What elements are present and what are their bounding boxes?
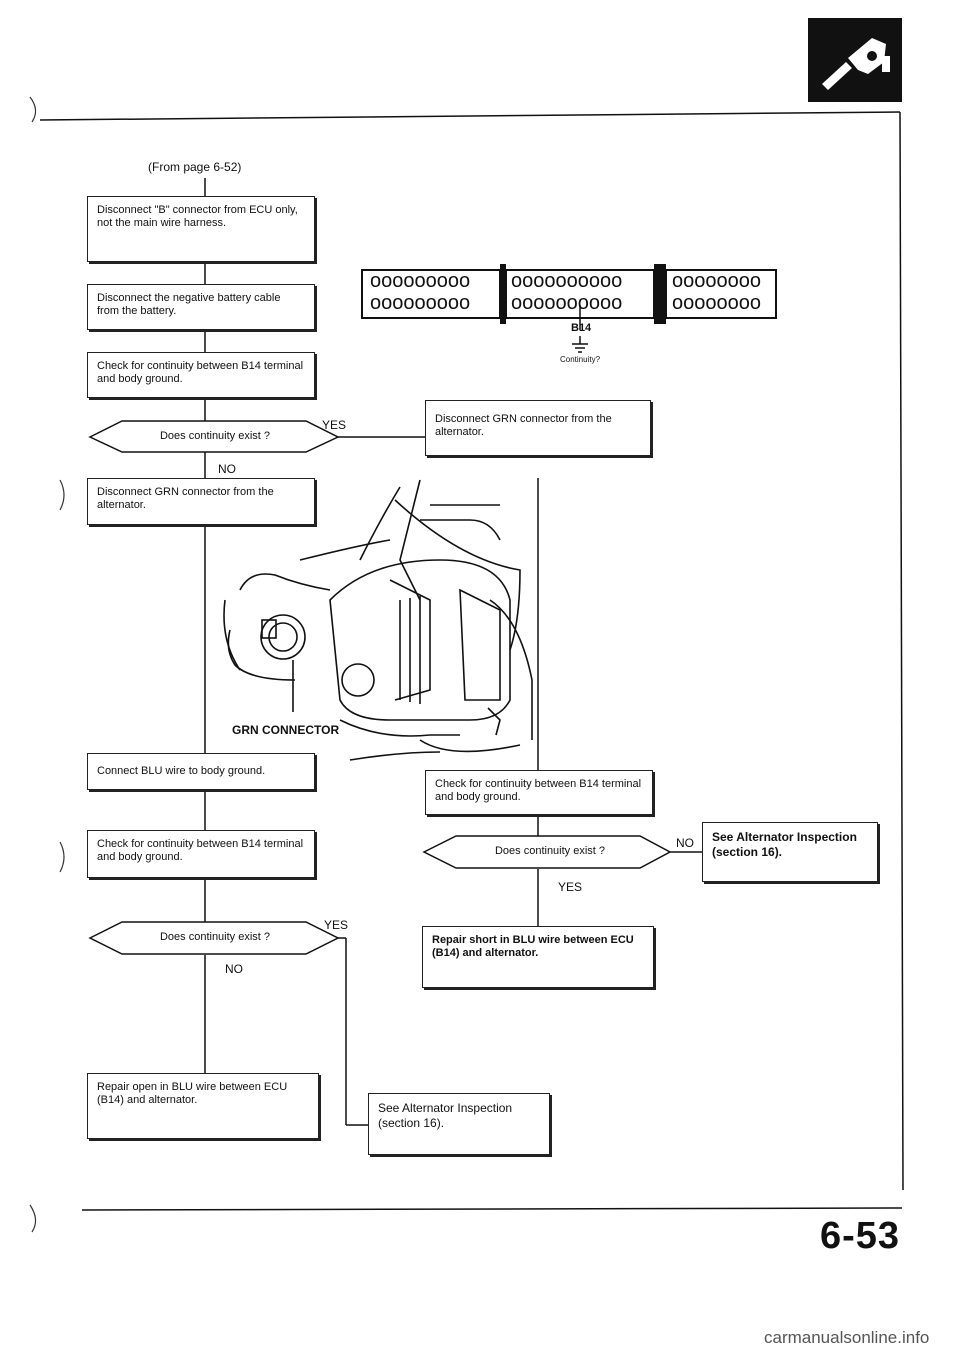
connector-right-bottom: oooooooo [672, 292, 761, 314]
step-repair-open: Repair open in BLU wire between ECU (B14… [87, 1073, 319, 1139]
step-check-continuity-1: Check for continuity between B14 termina… [87, 352, 315, 398]
from-page-label: (From page 6-52) [148, 160, 242, 174]
step-disconnect-battery: Disconnect the negative battery cable fr… [87, 284, 315, 330]
question-continuity-2: Does continuity exist ? [159, 931, 271, 943]
step-disconnect-b-connector: Disconnect "B" connector from ECU only, … [87, 196, 315, 262]
fuel-nozzle-icon [808, 18, 902, 102]
connector-mid-bottom: oooooooooo [511, 292, 623, 314]
step-see-alternator-bottom: See Alternator Inspection (section 16). [368, 1093, 550, 1155]
no-label-1: NO [218, 462, 236, 476]
connector-left-bottom: ooooooooo [370, 292, 471, 314]
step-disconnect-grn-left: Disconnect GRN connector from the altern… [87, 478, 315, 525]
yes-label-3: YES [558, 880, 583, 894]
step-disconnect-grn-right: Disconnect GRN connector from the altern… [425, 400, 651, 456]
connector-left-top: ooooooooo [370, 270, 471, 292]
step-repair-short: Repair short in BLU wire between ECU (B1… [422, 926, 654, 988]
step-check-continuity-2: Check for continuity between B14 termina… [87, 830, 315, 878]
yes-label-2: YES [324, 918, 349, 932]
page-number: 6-53 [820, 1215, 901, 1257]
watermark: carmanualsonline.info [764, 1328, 930, 1347]
no-label-2: NO [225, 962, 243, 976]
step-connect-blu: Connect BLU wire to body ground. [87, 753, 315, 790]
question-continuity-3: Does continuity exist ? [494, 845, 606, 857]
yes-label-1: YES [322, 418, 347, 432]
no-label-3: NO [676, 836, 694, 850]
continuity-label: Continuity? [560, 355, 601, 364]
b14-label: B14 [571, 322, 592, 334]
connector-mid-top: oooooooooo [511, 270, 623, 292]
question-continuity-1: Does continuity exist ? [159, 430, 271, 442]
step-see-alternator-right: See Alternator Inspection (section 16). [702, 822, 878, 882]
connector-right-top: oooooooo [672, 270, 761, 292]
grn-connector-label: GRN CONNECTOR [232, 723, 340, 737]
step-check-continuity-3: Check for continuity between B14 termina… [425, 770, 653, 815]
